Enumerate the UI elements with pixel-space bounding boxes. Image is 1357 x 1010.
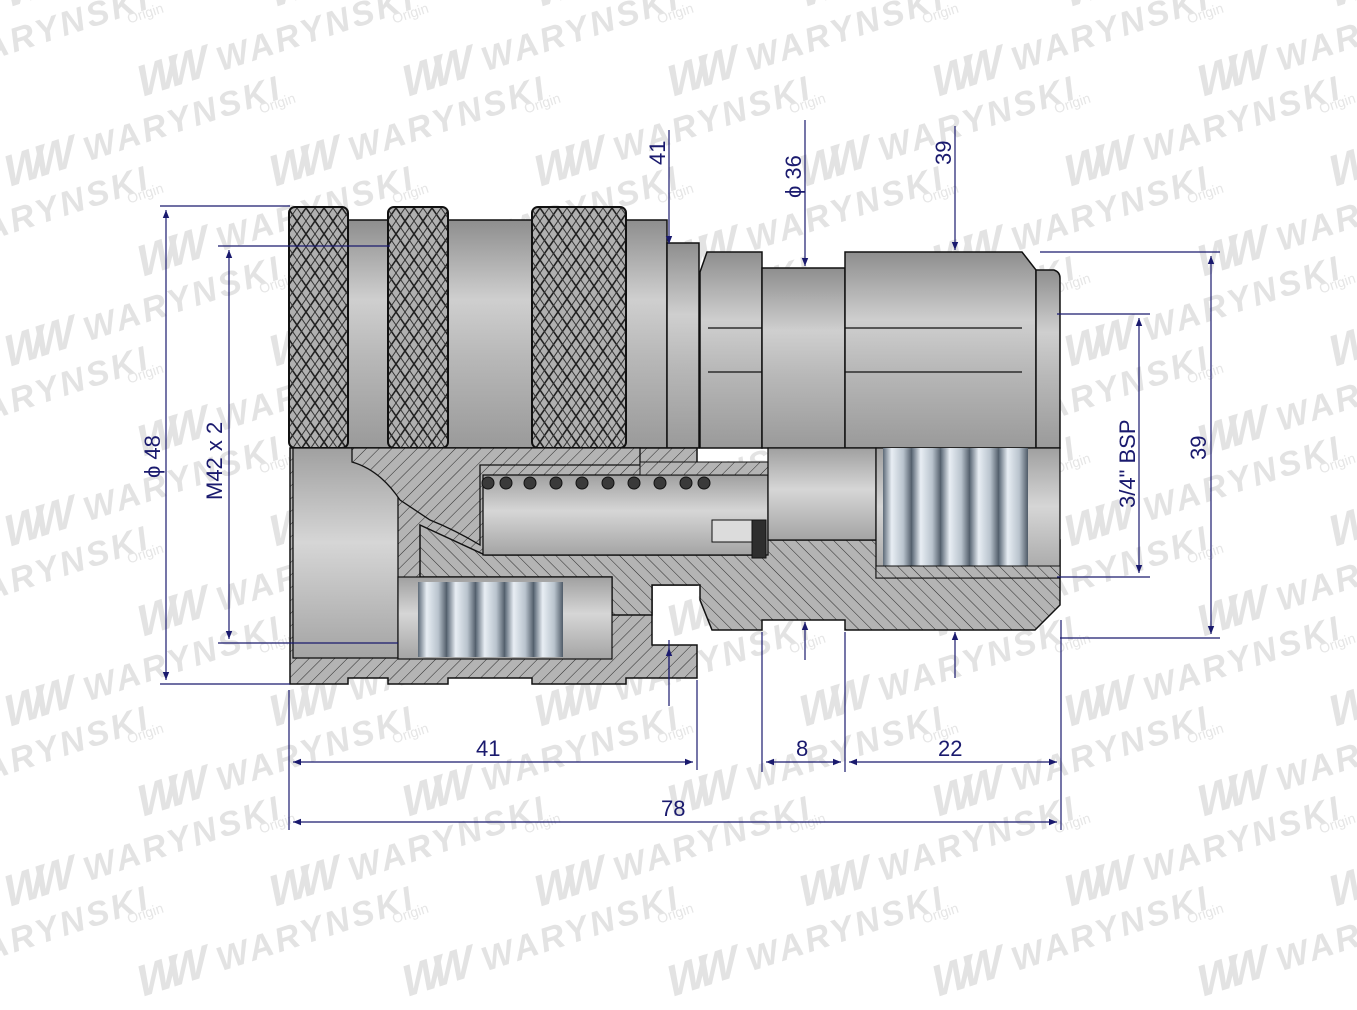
knurl-ring-1 — [288, 206, 349, 449]
dim-coupling-thread: M42 x 2 — [202, 422, 227, 500]
external-view — [288, 206, 1061, 449]
section-view — [289, 447, 1061, 685]
dim-groove-width: 8 — [796, 736, 808, 761]
dim-port-thread: 3/4" BSP — [1115, 419, 1140, 508]
dim-top-41: 41 — [645, 141, 670, 165]
hex-rear — [844, 251, 1037, 449]
dimension-lines — [160, 120, 1220, 830]
o-ring-seal — [751, 519, 767, 559]
dim-length-rear: 22 — [938, 736, 962, 761]
dim-overall-length: 78 — [661, 796, 685, 821]
dim-hex-top-39: 39 — [931, 141, 956, 165]
front-bore — [292, 447, 399, 659]
hex-front — [699, 251, 763, 449]
dim-length-front: 41 — [476, 736, 500, 761]
spring-coils — [481, 476, 711, 490]
technical-drawing: ϕ 48 M42 x 2 41 ϕ 36 39 3/4" BSP 39 41 8… — [140, 120, 1220, 830]
dim-hex-right-39: 39 — [1186, 436, 1211, 460]
knurl-ring-2 — [387, 206, 449, 449]
dimension-labels: ϕ 48 M42 x 2 41 ϕ 36 39 3/4" BSP 39 41 8… — [140, 141, 1211, 821]
knurl-ring-3 — [531, 206, 627, 449]
dim-groove-diameter: ϕ 36 — [781, 155, 806, 198]
dim-outer-diameter: ϕ 48 — [140, 435, 165, 478]
